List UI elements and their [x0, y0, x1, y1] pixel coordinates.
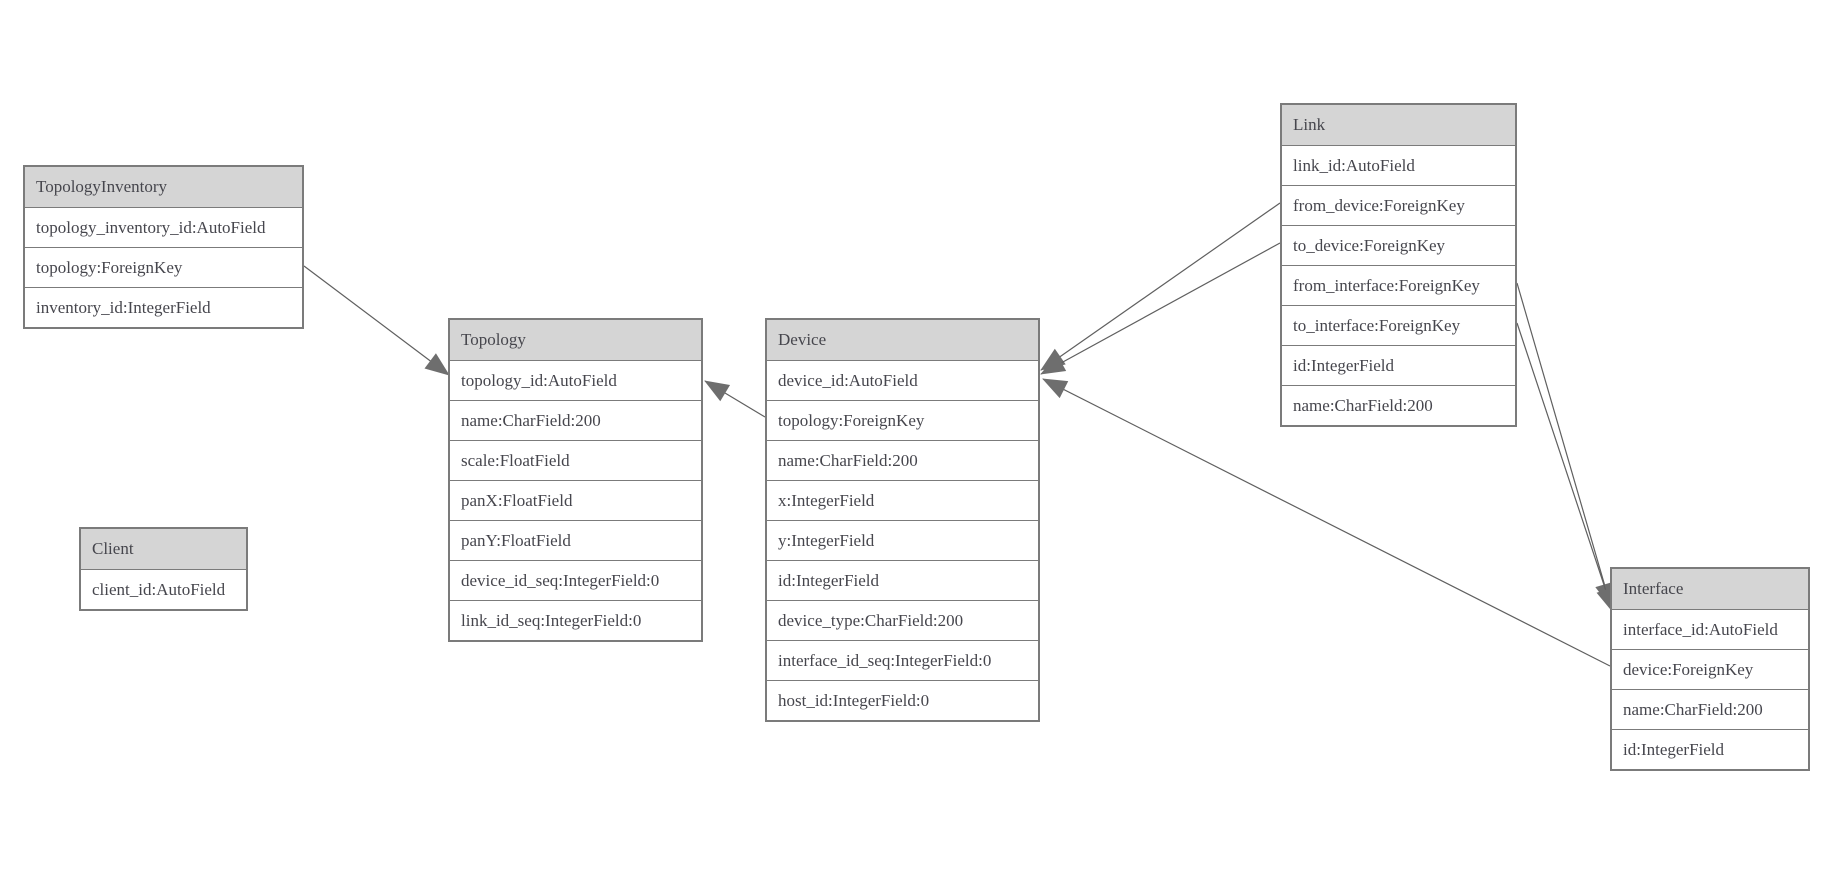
- field-row-name: name:CharField:200: [1282, 385, 1515, 425]
- relationship-link-to_interface: [1516, 322, 1615, 613]
- relationship-topologyinventory-topology: [303, 265, 450, 376]
- relationship-link-from_interface: [1516, 282, 1614, 608]
- entity-title: Interface: [1612, 569, 1808, 609]
- entity-title: Device: [767, 320, 1038, 360]
- field-row-scale: scale:FloatField: [450, 440, 701, 480]
- field-row-client_id: client_id:AutoField: [81, 569, 246, 609]
- field-row-panX: panX:FloatField: [450, 480, 701, 520]
- field-row-interface_id_seq: interface_id_seq:IntegerField:0: [767, 640, 1038, 680]
- field-row-link_id_seq: link_id_seq:IntegerField:0: [450, 600, 701, 640]
- field-row-to_interface: to_interface:ForeignKey: [1282, 305, 1515, 345]
- field-row-name: name:CharField:200: [1612, 689, 1808, 729]
- field-row-to_device: to_device:ForeignKey: [1282, 225, 1515, 265]
- field-row-y: y:IntegerField: [767, 520, 1038, 560]
- field-row-name: name:CharField:200: [767, 440, 1038, 480]
- field-row-device_type: device_type:CharField:200: [767, 600, 1038, 640]
- field-row-from_interface: from_interface:ForeignKey: [1282, 265, 1515, 305]
- field-row-panY: panY:FloatField: [450, 520, 701, 560]
- field-row-topology: topology:ForeignKey: [767, 400, 1038, 440]
- relationship-link-from_device: [1040, 202, 1281, 371]
- field-row-device: device:ForeignKey: [1612, 649, 1808, 689]
- field-row-id: id:IntegerField: [1282, 345, 1515, 385]
- field-row-id: id:IntegerField: [767, 560, 1038, 600]
- field-row-topology: topology:ForeignKey: [25, 247, 302, 287]
- field-row-device_id: device_id:AutoField: [767, 360, 1038, 400]
- entity-title: TopologyInventory: [25, 167, 302, 207]
- field-row-name: name:CharField:200: [450, 400, 701, 440]
- field-row-id: id:IntegerField: [1612, 729, 1808, 769]
- field-row-interface_id: interface_id:AutoField: [1612, 609, 1808, 649]
- entity-title: Client: [81, 529, 246, 569]
- field-row-host_id: host_id:IntegerField:0: [767, 680, 1038, 720]
- field-row-device_id_seq: device_id_seq:IntegerField:0: [450, 560, 701, 600]
- field-row-link_id: link_id:AutoField: [1282, 145, 1515, 185]
- field-row-topology_id: topology_id:AutoField: [450, 360, 701, 400]
- relationship-link-to_device: [1040, 242, 1281, 375]
- entity-title: Topology: [450, 320, 701, 360]
- field-row-x: x:IntegerField: [767, 480, 1038, 520]
- entity-title: Link: [1282, 105, 1515, 145]
- field-row-from_device: from_device:ForeignKey: [1282, 185, 1515, 225]
- field-row-inventory_id: inventory_id:IntegerField: [25, 287, 302, 327]
- relationship-device-topology: [704, 380, 766, 418]
- field-row-topology_inventory_id: topology_inventory_id:AutoField: [25, 207, 302, 247]
